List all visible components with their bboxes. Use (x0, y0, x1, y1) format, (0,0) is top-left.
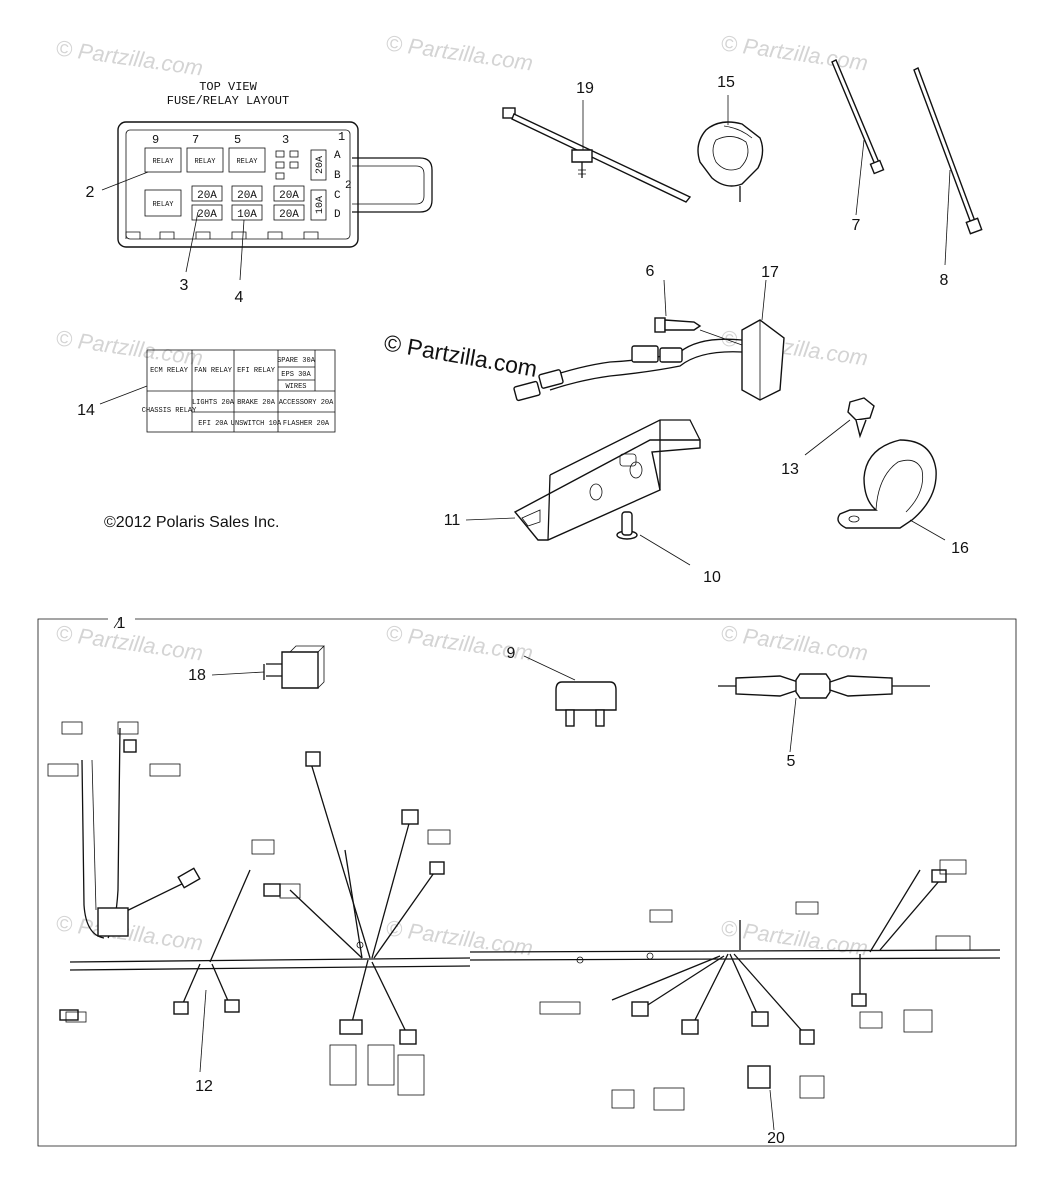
fuse-layout-title-line1: TOP VIEW (199, 80, 257, 94)
center-watermark: © Partzilla.com (382, 329, 539, 382)
callout-3: 3 (180, 277, 189, 294)
relay-label: RELAY (236, 158, 258, 166)
fuse-layout-title-line2: FUSE/RELAY LAYOUT (167, 94, 289, 108)
watermark: © Partzilla.com (719, 620, 869, 665)
callout-19: 19 (576, 80, 594, 97)
row-letter: C (334, 190, 341, 202)
cable-tie-7 (831, 59, 885, 216)
circuit-breaker (523, 655, 617, 727)
label-card-cell: ACCESSORY 20A (279, 399, 334, 407)
relay-label: RELAY (194, 158, 216, 166)
fuse-relay-box: TOP VIEW FUSE/RELAY LAYOUT 9 7 5 3 1 REL… (101, 80, 433, 281)
callout-10: 10 (703, 569, 721, 586)
label-card-cell: UNSWITCH 10A (231, 420, 282, 428)
label-card-cell: EFI 20A (198, 420, 228, 428)
flange-bolt (804, 397, 875, 456)
position-number: 9 (152, 133, 159, 147)
fuse-value: 20A (197, 209, 217, 221)
position-number: 3 (282, 133, 289, 147)
callout-9: 9 (507, 645, 516, 662)
watermark: © Partzilla.com (54, 620, 204, 665)
position-number: 7 (192, 133, 199, 147)
label-card-cell: EFI RELAY (237, 367, 276, 375)
watermark: © Partzilla.com (384, 30, 534, 75)
callout-5: 5 (787, 753, 796, 770)
copyright-text: ©2012 Polaris Sales Inc. (104, 514, 279, 531)
label-card-cell: LIGHTS 20A (192, 399, 235, 407)
callout-14: 14 (77, 402, 95, 419)
label-card-cell: EPS 30A (281, 371, 311, 379)
fuse-value: 20A (197, 190, 217, 202)
watermark: © Partzilla.com (54, 35, 204, 80)
watermark: © Partzilla.com (719, 30, 869, 75)
callout-1: 1 (117, 615, 126, 632)
p-clamp (837, 439, 946, 541)
mount-cable-tie (502, 100, 692, 203)
watermark: © Partzilla.com (384, 915, 534, 960)
callout-17: 17 (761, 264, 779, 281)
fuse-value: 20A (237, 190, 257, 202)
fuse-value: 20A (279, 190, 299, 202)
callout-8: 8 (940, 272, 949, 289)
relay-label: RELAY (152, 158, 174, 166)
fuse-value: 20A (279, 209, 299, 221)
watermark: © Partzilla.com (54, 910, 204, 955)
label-card-cell: FAN RELAY (194, 367, 233, 375)
callout-11: 11 (444, 512, 461, 529)
push-pin (616, 511, 691, 566)
harness-frame (37, 618, 1017, 1147)
fuse-value: 10A (237, 209, 257, 221)
label-card-cell: ECM RELAY (150, 367, 189, 375)
side-fuse-value: 10A (315, 196, 326, 214)
callout-numbers: 1 2 3 4 5 6 7 8 9 10 11 12 13 14 15 16 1… (77, 74, 969, 1147)
label-card-cell: BRAKE 20A (237, 399, 276, 407)
callout-2: 2 (86, 184, 95, 201)
position-number: 5 (234, 133, 241, 147)
side-fuse-value: 20A (315, 156, 326, 174)
inline-fuse-holder (718, 673, 930, 753)
callout-18: 18 (188, 667, 206, 684)
relay-label: RELAY (152, 201, 174, 209)
callout-4: 4 (235, 289, 244, 306)
label-card-cell: WIRES (285, 383, 306, 391)
callout-13: 13 (781, 461, 799, 478)
row-letter: A (334, 150, 341, 162)
mounting-bracket (465, 419, 701, 541)
callout-15: 15 (717, 74, 735, 91)
main-wire-harness (47, 721, 1001, 1131)
fuse-label-card: ECM RELAY FAN RELAY EFI RELAY SPARE 30A … (99, 349, 336, 433)
wire-clip (697, 95, 764, 202)
side-number: 2 (345, 180, 352, 192)
callout-20: 20 (767, 1130, 785, 1147)
relay-part (211, 645, 325, 689)
position-number: 1 (338, 130, 345, 144)
callout-16: 16 (951, 540, 969, 557)
label-card-cell: FLASHER 20A (283, 420, 330, 428)
label-card-cell: CHASSIS RELAY (142, 407, 197, 415)
label-card-cell: SPARE 30A (277, 357, 316, 365)
row-letter: B (334, 170, 341, 182)
row-letter: D (334, 209, 341, 221)
callout-7: 7 (852, 217, 861, 234)
harness-connector-assembly (513, 279, 785, 402)
watermark: © Partzilla.com (719, 915, 869, 960)
watermark: © Partzilla.com (54, 325, 204, 370)
callout-6: 6 (646, 263, 655, 280)
cable-tie-8 (913, 67, 983, 266)
callout-12: 12 (195, 1078, 213, 1095)
